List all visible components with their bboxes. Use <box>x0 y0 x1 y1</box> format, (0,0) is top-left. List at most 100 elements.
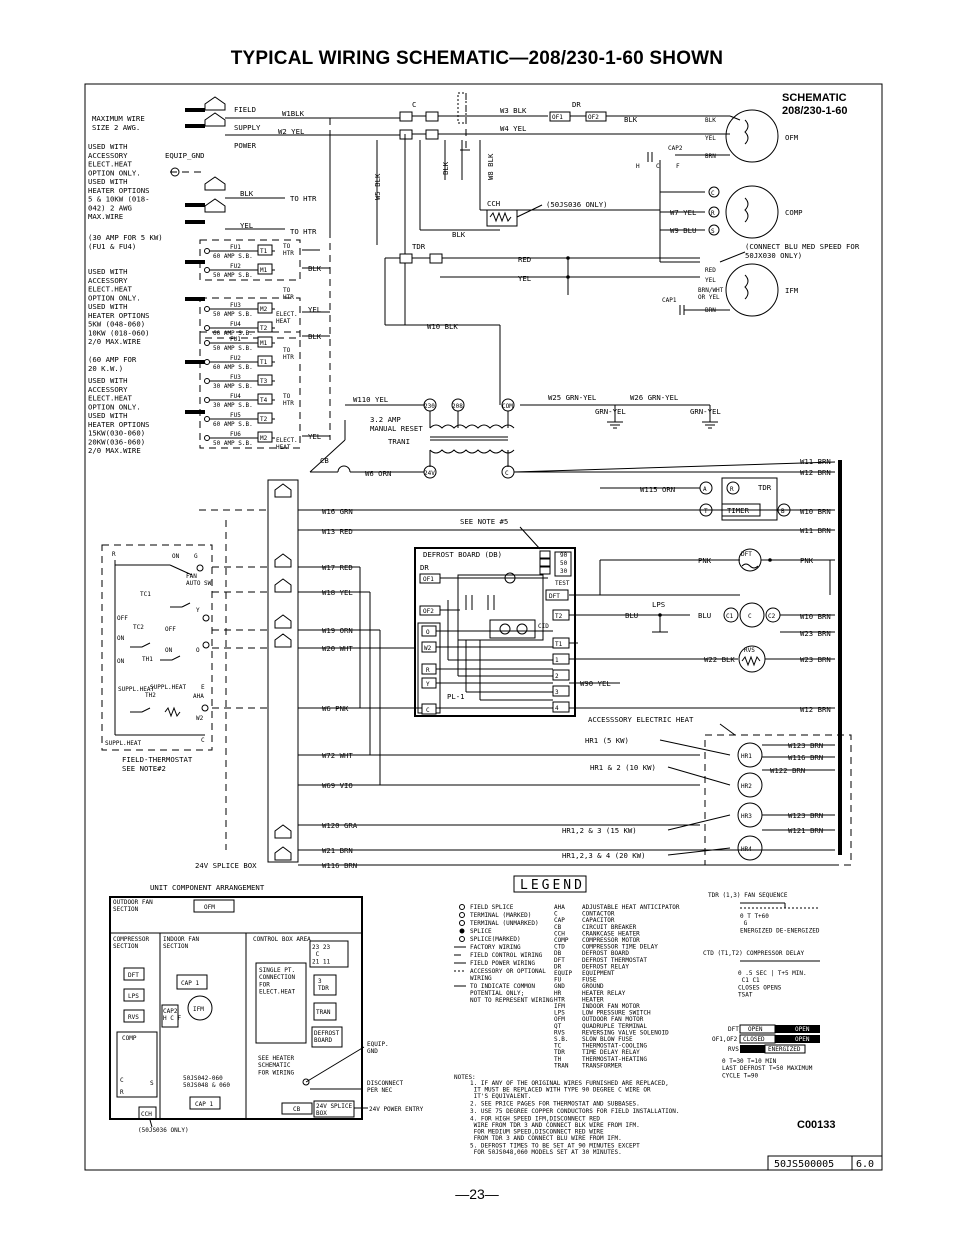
wire-w10brn-label: W10 BRN <box>800 507 831 516</box>
wire-w16-label: W16 GRN <box>322 507 353 516</box>
cch-note: (50JS036 ONLY) <box>546 200 608 209</box>
db-t2-label: T2 <box>555 613 563 620</box>
arr-ofm-box <box>193 899 235 913</box>
circuit-breaker <box>337 465 351 473</box>
wire-w6-label: W6 ORN <box>365 469 391 478</box>
contactor-terminal-21 <box>425 111 439 122</box>
arr-cap1b-box <box>189 1096 221 1110</box>
fuse-input-terminal <box>204 397 210 403</box>
wire-w22-label: W22 BLK <box>704 655 735 664</box>
tdr-sequence-title: TDR (1,3) FAN SEQUENCE <box>708 892 788 899</box>
fuse-rating: 30 AMP S.B. <box>213 383 253 390</box>
tdr-a-terminal <box>699 481 713 495</box>
transformer-primary <box>429 424 515 429</box>
ofm-brn-label: BRN <box>705 153 716 160</box>
fuse-input-terminal <box>204 340 210 346</box>
arr-ifm-circle <box>187 995 213 1021</box>
arr-ofm-label: OFM <box>204 904 215 911</box>
arr-tdr-box <box>313 974 337 996</box>
hr1-5kw-label: HR1 (5 KW) <box>585 736 629 745</box>
arr-rvs-label: RVS <box>128 1014 139 1021</box>
defrost-board: DEFROST BOARD (DB) DR OF1 OF2 90 50 30 T… <box>414 547 740 717</box>
therm-o-label: O <box>196 647 200 654</box>
yel-label-2: YEL <box>518 274 532 283</box>
splice-terminal <box>274 614 292 629</box>
legend-abbrev: AHA <box>554 904 565 911</box>
equip-gnd-label: EQUIP_GND <box>165 151 205 160</box>
legend-abbrev-meaning: EQUIPMENT <box>582 970 615 977</box>
tran-com-label: COM <box>502 403 513 410</box>
therm-th2-label: TH2 <box>145 692 156 699</box>
wire-w6pnk-label: W6 PNK <box>322 704 349 713</box>
tran-24v-label: 24V <box>424 470 435 477</box>
note-item: 2. SEE PRICE PAGES FOR THERMOSTAT AND SU… <box>470 1101 640 1108</box>
therm-on-label-4: ON <box>117 658 125 665</box>
drawing-number: 50JS500005 <box>774 1159 834 1170</box>
legend-abbrev-meaning: CIRCUIT BREAKER <box>582 924 637 931</box>
legend-abbrev-meaning: QUADRUPLE TERMINAL <box>582 1023 647 1030</box>
arr-cb-label: CB <box>293 1106 301 1113</box>
cap2-c-label: C <box>656 163 660 170</box>
to-htr-label-1: TO HTR <box>290 194 317 203</box>
fuse-name: FU4 <box>230 393 241 400</box>
timing-open-label-3: OPEN <box>795 1036 810 1043</box>
cb-label: CB <box>320 456 329 465</box>
arr-cch-label: CCH <box>141 1111 152 1118</box>
fuse-terminal <box>257 263 273 275</box>
legend-symbol-label: SPLICE <box>470 928 492 935</box>
legend-abbrev-meaning: TIME DELAY RELAY <box>582 1049 640 1056</box>
fuse-block <box>199 297 301 339</box>
note-item: 4. FOR HIGH SPEED IFM,DISCONNECT RED WIR… <box>470 1116 640 1143</box>
yel-label: YEL <box>240 221 254 230</box>
blu-label-1: BLU <box>625 611 638 620</box>
legend-abbrev-meaning: CONTACTOR <box>582 911 615 918</box>
wire-w9-label: W9 BLU <box>670 226 696 235</box>
therm-suppl-heat-label-3: SUPPL.HEAT <box>105 740 142 747</box>
therm-on-label: ON <box>172 553 180 560</box>
arr-splice-box <box>313 1100 355 1118</box>
timing-open-label-2: OPEN <box>795 1026 810 1033</box>
db-test-label: TEST <box>555 580 570 587</box>
contactor-terminal-23 <box>425 129 439 140</box>
tdr-r-terminal <box>726 481 740 495</box>
fuse-rating: 50 AMP S.B. <box>213 311 253 318</box>
legend-symbol-label: FACTORY WIRING <box>470 944 521 951</box>
db-50-label: 50 <box>560 560 568 567</box>
transformer-secondary <box>429 449 515 454</box>
fuse-terminal-label: T2 <box>260 416 268 423</box>
fuse-rating: 60 AMP S.B. <box>213 364 253 371</box>
ofm-label: OFM <box>785 133 799 142</box>
ifm-motor <box>725 263 779 317</box>
therm-off-label-1: OFF <box>117 615 128 622</box>
therm-suppl-heat-label-2: SUPPL.HEAT <box>150 684 187 691</box>
legend-abbrev: TC <box>554 1043 562 1050</box>
note-item: 1. IF ANY OF THE ORIGINAL WIRES FURNISHE… <box>470 1080 669 1100</box>
therm-r-label: R <box>112 551 116 558</box>
db-dr-label: DR <box>420 563 429 572</box>
blu-label-2: BLU <box>698 611 711 620</box>
legend-abbrev-meaning: REVERSING VALVE SOLENOID <box>582 1029 669 1036</box>
wire-w123a-label: W123 BRN <box>788 741 823 750</box>
supply-label: SUPPLY <box>234 123 261 132</box>
legend-abbrev: S.B. <box>554 1036 568 1043</box>
comp-label: COMP <box>785 208 803 217</box>
wire-w25-label: W25 GRN-YEL <box>548 393 597 402</box>
legend-symbol-label: TERMINAL (MARKED) <box>470 912 531 919</box>
